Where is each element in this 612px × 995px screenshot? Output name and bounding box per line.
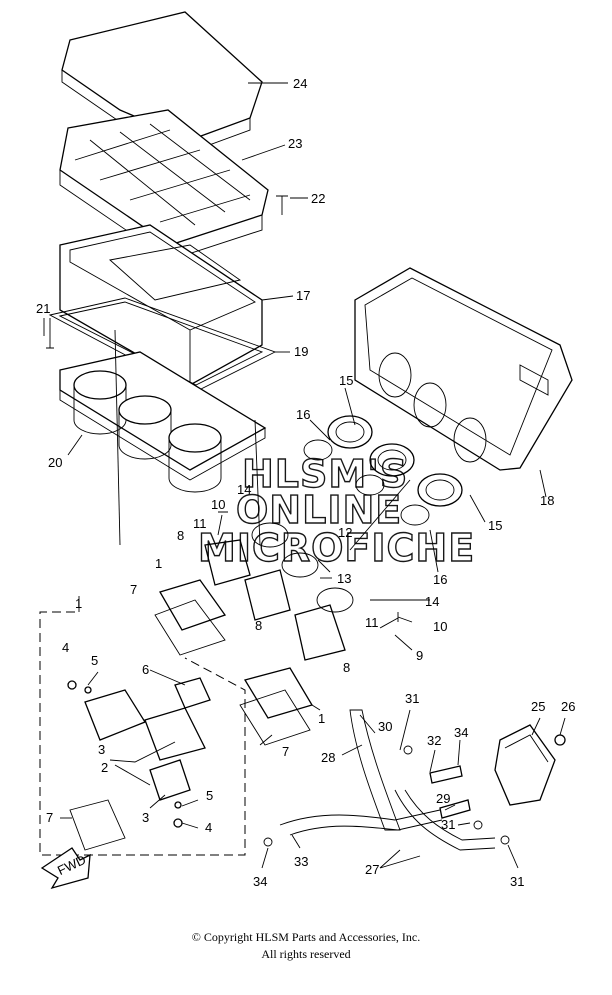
callout-1b: 1 bbox=[318, 711, 325, 726]
callout-8b: 8 bbox=[255, 618, 262, 633]
bolts bbox=[46, 195, 413, 623]
reed-valve-assemblies bbox=[154, 579, 313, 746]
air-box-body bbox=[59, 224, 263, 386]
callout-8c: 8 bbox=[343, 660, 350, 675]
callout-15: 15 bbox=[339, 373, 353, 388]
callout-28: 28 bbox=[321, 750, 335, 765]
callout-10b: 10 bbox=[433, 619, 447, 634]
callout-11b: 11 bbox=[365, 615, 379, 630]
rights-reserved: All rights reserved bbox=[261, 947, 351, 961]
callout-27: 27 bbox=[365, 862, 379, 877]
callout-17: 17 bbox=[296, 288, 310, 303]
callout-24: 24 bbox=[293, 76, 307, 91]
watermark: HLSM'S ONLINE MICROFICHE bbox=[197, 451, 475, 570]
air-box-upper-frame bbox=[59, 109, 269, 261]
callout-14b: 14 bbox=[425, 594, 439, 609]
callout-4: 4 bbox=[62, 640, 69, 655]
callout-23: 23 bbox=[288, 136, 302, 151]
callout-7b: 7 bbox=[282, 744, 289, 759]
copyright-notice: © Copyright HLSM Parts and Accessories, … bbox=[191, 930, 421, 944]
callout-34b: 34 bbox=[253, 874, 267, 889]
callout-31: 31 bbox=[405, 691, 419, 706]
callout-19: 19 bbox=[294, 344, 308, 359]
callout-15b: 15 bbox=[488, 518, 502, 533]
watermark-line-2: ONLINE bbox=[236, 488, 402, 532]
watermark-line-3: MICROFICHE bbox=[198, 526, 475, 570]
callout-7c: 7 bbox=[46, 810, 53, 825]
watermark-line-1: HLSM'S bbox=[242, 452, 408, 496]
callout-6: 6 bbox=[142, 662, 149, 677]
callout-8: 8 bbox=[177, 528, 184, 543]
callout-1c: 1 bbox=[75, 596, 82, 611]
callout-20: 20 bbox=[48, 455, 62, 470]
air-box-cover bbox=[61, 11, 263, 153]
callout-14: 14 bbox=[237, 482, 251, 497]
reed-valve-exploded bbox=[39, 611, 246, 856]
air-box-base bbox=[59, 351, 267, 493]
callout-33: 33 bbox=[294, 854, 308, 869]
intake-silencer-box bbox=[354, 267, 573, 471]
callout-32: 32 bbox=[427, 733, 441, 748]
callout-9: 9 bbox=[416, 648, 423, 663]
callout-16: 16 bbox=[296, 407, 310, 422]
callout-5: 5 bbox=[91, 653, 98, 668]
callout-2: 2 bbox=[101, 760, 108, 775]
callout-10: 10 bbox=[211, 497, 225, 512]
carburetor-flanges bbox=[204, 522, 354, 661]
callout-3b: 3 bbox=[142, 810, 149, 825]
forward-arrow-badge: FWD bbox=[40, 847, 91, 890]
callout-30: 30 bbox=[378, 719, 392, 734]
callout-25: 25 bbox=[531, 699, 545, 714]
callout-1: 1 bbox=[155, 556, 162, 571]
callout-16b: 16 bbox=[433, 572, 447, 587]
callout-7: 7 bbox=[130, 582, 137, 597]
callout-29: 29 bbox=[436, 791, 450, 806]
callout-31b: 31 bbox=[441, 817, 455, 832]
callout-26: 26 bbox=[561, 699, 575, 714]
callout-22: 22 bbox=[311, 191, 325, 206]
leader-lines bbox=[43, 82, 566, 869]
exploded-parts-diagram: FWD bbox=[36, 11, 575, 890]
callout-18: 18 bbox=[540, 493, 554, 508]
callout-4b: 4 bbox=[205, 820, 212, 835]
oil-pump-and-hoses bbox=[263, 709, 566, 851]
intake-boots bbox=[303, 415, 463, 526]
callout-numbers: 24 23 22 17 19 21 20 18 15 15 16 16 14 1… bbox=[36, 76, 575, 889]
callout-21: 21 bbox=[36, 301, 50, 316]
callout-13: 13 bbox=[337, 571, 351, 586]
callout-31c: 31 bbox=[510, 874, 524, 889]
callout-12: 12 bbox=[338, 525, 352, 540]
callout-3: 3 bbox=[98, 742, 105, 757]
callout-5b: 5 bbox=[206, 788, 213, 803]
callout-34: 34 bbox=[454, 725, 468, 740]
callout-11: 11 bbox=[193, 516, 207, 531]
